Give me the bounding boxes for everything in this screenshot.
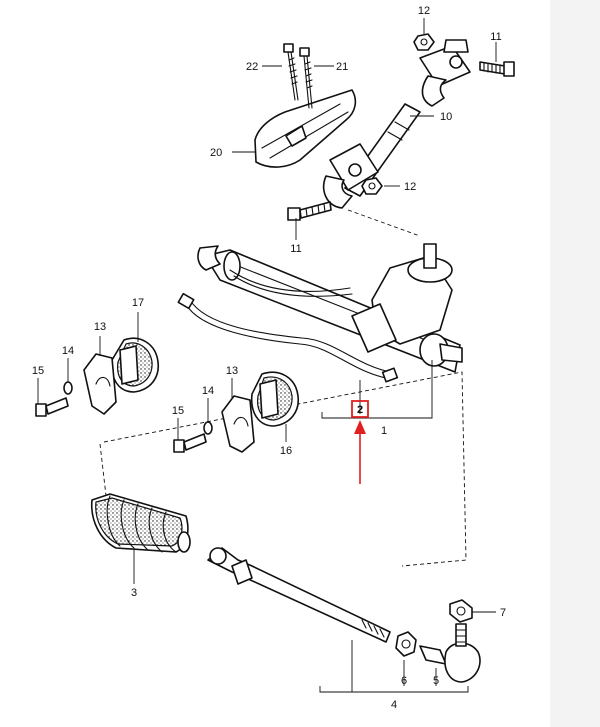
- bushing-16: [250, 371, 299, 427]
- universal-joint-lower: [322, 143, 379, 209]
- washer-14-left: [63, 381, 73, 395]
- bolt-21: [299, 47, 313, 109]
- highlight-arrow-head: [354, 420, 366, 434]
- label-part-5: 5: [433, 675, 439, 687]
- nut-6: [395, 631, 417, 657]
- tie-rod: [207, 547, 391, 643]
- label-part-11-top: 11: [490, 31, 501, 43]
- label-part-16: 16: [280, 445, 292, 457]
- label-part-2: 2: [357, 404, 363, 416]
- boot-3: [91, 493, 191, 553]
- clamp-13-right: [221, 395, 255, 453]
- washer-14-right: [203, 421, 213, 435]
- label-part-13-left: 13: [94, 321, 106, 333]
- label-part-21: 21: [336, 61, 348, 73]
- nut-12-upper: [413, 33, 435, 51]
- universal-joint-upper: [419, 39, 471, 107]
- label-part-14-right: 14: [202, 385, 214, 397]
- label-part-4: 4: [391, 699, 397, 711]
- bolt-11-lower: [287, 201, 332, 221]
- bolt-15-right: [173, 433, 207, 453]
- label-part-15-left: 15: [32, 365, 44, 377]
- guide-line-joint: [347, 209, 421, 237]
- label-part-22: 22: [246, 61, 258, 73]
- label-part-10: 10: [440, 111, 452, 123]
- clamp-13-left: [83, 353, 117, 415]
- bolt-22: [283, 43, 299, 101]
- bolt-11-upper: [479, 61, 515, 77]
- heat-shield: [254, 89, 357, 168]
- bushing-17: [110, 337, 159, 393]
- right-edge-strip: [550, 0, 600, 727]
- label-part-3: 3: [131, 587, 137, 599]
- nut-12-lower: [361, 177, 383, 195]
- label-part-15-right: 15: [172, 405, 184, 417]
- label-part-1: 1: [381, 425, 387, 437]
- bracket-part-4: [319, 686, 469, 693]
- steering-rack: [197, 243, 463, 373]
- label-part-14-left: 14: [62, 345, 74, 357]
- label-part-6: 6: [401, 675, 407, 687]
- label-part-7: 7: [500, 607, 506, 619]
- label-part-11-mid: 11: [290, 243, 301, 255]
- label-part-12-top: 12: [418, 5, 430, 17]
- label-part-13-right: 13: [226, 365, 238, 377]
- bracket-part-1: [321, 412, 433, 419]
- hydraulic-line: [177, 269, 399, 383]
- bolt-15-left: [35, 397, 69, 417]
- highlight-box-part-2: [351, 400, 369, 418]
- label-part-20: 20: [210, 147, 222, 159]
- label-part-12-mid: 12: [404, 181, 416, 193]
- label-part-17: 17: [132, 297, 144, 309]
- nut-7: [449, 599, 473, 623]
- tie-rod-end-5: [419, 623, 481, 683]
